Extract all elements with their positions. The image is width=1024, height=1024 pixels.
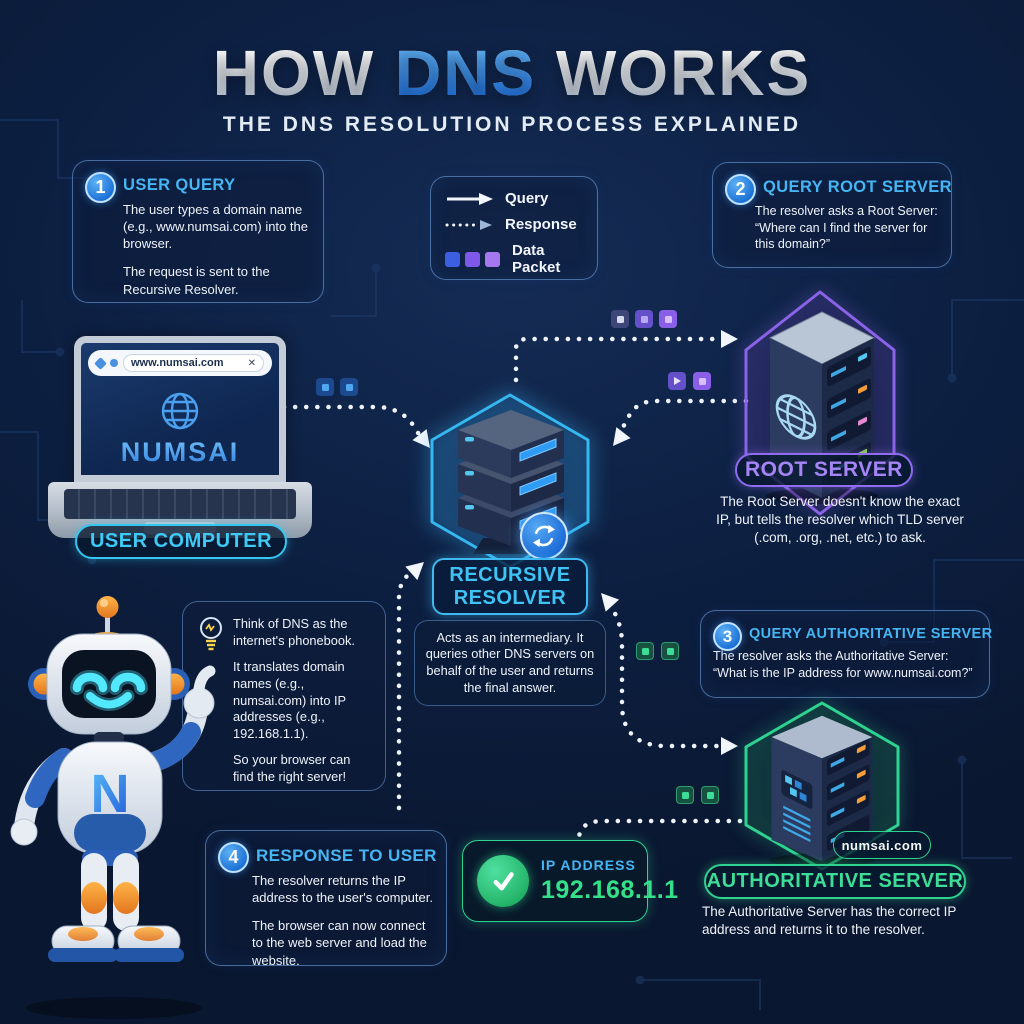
tip-paragraph: It translates domain names (e.g., numsai… xyxy=(233,659,346,741)
step-1-body: The user types a domain name (e.g., www.… xyxy=(123,202,308,252)
ip-address-value: 192.168.1.1 xyxy=(541,876,679,904)
legend-response-label: Response xyxy=(505,216,577,233)
root-server-label: ROOT SERVER xyxy=(735,453,913,487)
robot-mascot: N xyxy=(10,596,216,1019)
ip-address-label: IP ADDRESS xyxy=(541,857,636,873)
numsai-brand: NUMSAI xyxy=(120,437,240,467)
data-packet xyxy=(676,786,694,804)
dns-phonebook-tip: Think of DNS as the internet's phonebook… xyxy=(182,601,386,791)
step-1-badge: 1 xyxy=(85,172,116,203)
response-arrow-icon xyxy=(445,219,492,230)
step-1-body: The request is sent to the Recursive Res… xyxy=(123,264,270,297)
title-highlight: DNS xyxy=(394,37,537,109)
legend-panel: Query Response Data Packet xyxy=(430,176,598,280)
step-2-title: QUERY ROOT SERVER xyxy=(763,178,952,196)
globe-icon xyxy=(161,392,199,430)
browser-dot-icon xyxy=(110,359,118,367)
data-packet-icon xyxy=(445,251,500,267)
step-4-body: The browser can now connect to the web s… xyxy=(252,918,427,968)
step-1-title: USER QUERY xyxy=(123,176,236,194)
legend-packet-label: Data Packet xyxy=(512,242,561,276)
sync-icon xyxy=(520,512,568,560)
root-server-description: The Root Server doesn't know the exact I… xyxy=(716,494,964,545)
data-packet xyxy=(636,642,654,660)
step-2-body: The resolver asks a Root Server: “Where … xyxy=(755,204,938,251)
data-packet xyxy=(340,378,358,396)
data-packet xyxy=(316,378,334,396)
page-subtitle: THE DNS RESOLUTION PROCESS EXPLAINED xyxy=(222,113,802,136)
close-icon: ✕ xyxy=(247,357,256,369)
step-3-title: QUERY AUTHORITATIVE SERVER xyxy=(749,626,993,642)
step-2-badge: 2 xyxy=(725,174,756,205)
browser-bar: www.numsai.com ✕ xyxy=(88,350,272,376)
data-packet xyxy=(611,310,629,328)
data-packet xyxy=(693,372,711,390)
url-text: www.numsai.com xyxy=(131,357,224,369)
resolver-description: Acts as an intermediary. It queries othe… xyxy=(414,620,606,706)
authoritative-server-description: The Authoritative Server has the correct… xyxy=(702,904,957,937)
ip-address-box: IP ADDRESS 192.168.1.1 xyxy=(462,840,678,922)
step-1-panel: 1 USER QUERY The user types a domain nam… xyxy=(72,160,324,303)
step-3-badge: 3 xyxy=(713,622,742,651)
step-2-panel: 2 QUERY ROOT SERVER The resolver asks a … xyxy=(712,162,952,268)
authoritative-domain-tag: numsai.com xyxy=(833,831,931,859)
lightbulb-icon xyxy=(200,617,222,651)
server-slab xyxy=(458,410,564,478)
page-title: HOW DNS WORKS xyxy=(0,36,1024,110)
laptop-keyboard xyxy=(64,489,296,519)
data-packet xyxy=(635,310,653,328)
address-bar: www.numsai.com ✕ xyxy=(123,354,264,372)
query-arrow-icon xyxy=(447,192,493,205)
check-icon xyxy=(477,855,529,907)
data-packet xyxy=(701,786,719,804)
globe-icon xyxy=(775,394,817,440)
legend-query-label: Query xyxy=(505,190,549,207)
step-4-panel: 4 RESPONSE TO USER The resolver returns … xyxy=(205,830,447,968)
step-3-body: The resolver asks the Authoritative Serv… xyxy=(713,649,973,680)
user-computer-label: USER COMPUTER xyxy=(75,524,287,559)
step-4-body: The resolver returns the IP address to t… xyxy=(252,873,433,906)
resolver-label: RECURSIVE RESOLVER xyxy=(432,558,588,615)
authoritative-server-illustration xyxy=(769,715,875,868)
laptop-screen: www.numsai.com ✕ NUMSAI xyxy=(74,336,286,484)
step-4-badge: 4 xyxy=(218,842,249,873)
data-packet xyxy=(659,310,677,328)
step-4-title: RESPONSE TO USER xyxy=(256,846,437,865)
browser-diamond-icon xyxy=(94,356,107,370)
data-packet xyxy=(668,372,686,390)
tip-paragraph: Think of DNS as the internet's phonebook… xyxy=(233,616,355,648)
data-packet xyxy=(661,642,679,660)
step-3-panel: 3 QUERY AUTHORITATIVE SERVER The resolve… xyxy=(700,610,993,698)
authoritative-server-label: AUTHORITATIVE SERVER xyxy=(704,864,966,899)
tip-paragraph: So your browser can find the right serve… xyxy=(233,752,351,784)
